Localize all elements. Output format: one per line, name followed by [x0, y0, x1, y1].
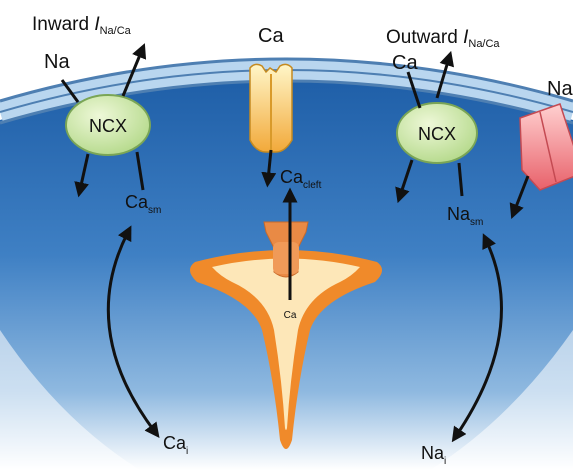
- na-right-edge-label: Na: [547, 78, 573, 100]
- ca-top-label: Ca: [258, 25, 284, 47]
- ca-right-label: Ca: [392, 52, 418, 74]
- inward-current-label: Inward INa/Ca: [32, 14, 132, 37]
- ca-sr-label: Ca: [284, 310, 297, 321]
- calcium-channel: [250, 64, 292, 152]
- ncx-left-label: NCX: [89, 116, 127, 136]
- outward-current-label: Outward INa/Ca: [386, 27, 500, 50]
- ncx-right-label: NCX: [418, 124, 456, 144]
- ryanodine-receptor-stem: [273, 242, 299, 274]
- na-left-label: Na: [44, 51, 70, 73]
